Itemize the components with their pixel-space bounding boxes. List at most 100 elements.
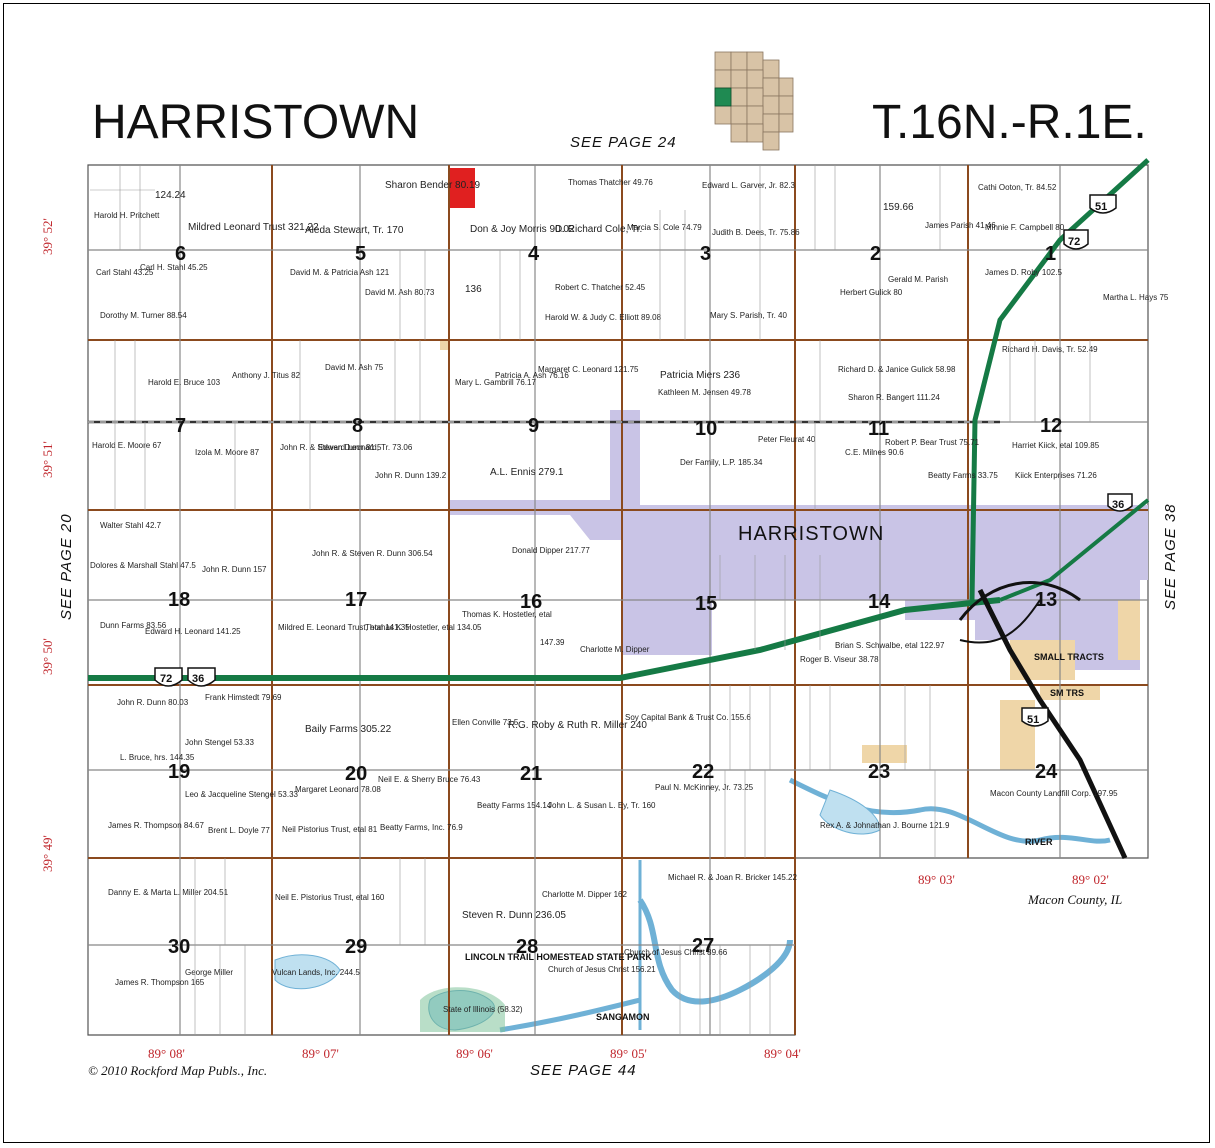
svg-text:7: 7 xyxy=(175,415,186,437)
highway-shield-72-north[interactable]: 72 xyxy=(1063,229,1089,250)
svg-text:17: 17 xyxy=(345,589,367,611)
svg-text:51: 51 xyxy=(1027,714,1039,726)
svg-text:John R. Dunn 139.2: John R. Dunn 139.2 xyxy=(375,471,447,480)
town-label: HARRISTOWN xyxy=(738,523,884,545)
svg-text:Marcia S. Cole 74.79: Marcia S. Cole 74.79 xyxy=(627,223,702,232)
svg-text:21: 21 xyxy=(520,763,542,785)
svg-text:Peter Fleurat 40: Peter Fleurat 40 xyxy=(758,435,816,444)
svg-text:John L. & Susan L. Ey, Tr. 160: John L. & Susan L. Ey, Tr. 160 xyxy=(548,801,656,810)
township-range: T.16N.-R.1E. xyxy=(872,96,1147,149)
svg-text:Harold E. Moore 67: Harold E. Moore 67 xyxy=(92,441,162,450)
svg-text:Baily Farms 305.22: Baily Farms 305.22 xyxy=(305,724,392,735)
svg-text:8: 8 xyxy=(352,415,363,437)
svg-text:James R. Thompson 165: James R. Thompson 165 xyxy=(115,978,205,987)
svg-text:Mildred E. Leonard Trust, etal: Mildred E. Leonard Trust, etal 141.35 xyxy=(278,623,410,632)
locator-map xyxy=(714,51,794,151)
svg-text:Charlotte M. Dipper 162: Charlotte M. Dipper 162 xyxy=(542,890,627,899)
highway-shield-72-west[interactable]: 72 xyxy=(154,667,183,687)
svg-text:Danny E. & Marta L. Miller 204: Danny E. & Marta L. Miller 204.51 xyxy=(108,888,229,897)
svg-text:Vulcan Lands, Inc. 244.5: Vulcan Lands, Inc. 244.5 xyxy=(272,968,360,977)
highway-shield-51-north[interactable]: 51 xyxy=(1089,194,1117,214)
svg-text:Beatty Farms, Inc. 76.9: Beatty Farms, Inc. 76.9 xyxy=(380,823,463,832)
svg-text:Harold H. Pritchett: Harold H. Pritchett xyxy=(94,211,160,220)
svg-text:John Stengel 53.33: John Stengel 53.33 xyxy=(185,738,254,747)
svg-text:5: 5 xyxy=(355,243,366,265)
svg-text:Frank Himstedt 79.69: Frank Himstedt 79.69 xyxy=(205,693,282,702)
svg-text:SANGAMON: SANGAMON xyxy=(596,1012,650,1022)
svg-text:Church of Jesus Christ 156.21: Church of Jesus Christ 156.21 xyxy=(548,965,656,974)
svg-text:Steven R. Dunn 236.05: Steven R. Dunn 236.05 xyxy=(462,910,566,921)
svg-text:4: 4 xyxy=(528,243,540,265)
highway-shield-51-south[interactable]: 51 xyxy=(1021,707,1049,727)
svg-text:John R. & Steven Dunn 81.5: John R. & Steven Dunn 81.5 xyxy=(280,443,382,452)
state-park-area xyxy=(420,987,505,1032)
svg-text:John R. Dunn 157: John R. Dunn 157 xyxy=(202,565,267,574)
svg-text:Soy Capital Bank & Trust Co. 1: Soy Capital Bank & Trust Co. 155.6 xyxy=(625,713,751,722)
county-label: Macon County, IL xyxy=(1028,892,1123,907)
svg-text:30: 30 xyxy=(168,936,190,958)
lon-label-08: 89° 08' xyxy=(148,1046,185,1061)
svg-text:72: 72 xyxy=(160,673,172,685)
highway-shield-36-west[interactable]: 36 xyxy=(187,667,216,687)
svg-text:State of Illinois (58.32): State of Illinois (58.32) xyxy=(443,1005,523,1014)
svg-text:David M. & Patricia Ash 121: David M. & Patricia Ash 121 xyxy=(290,268,390,277)
svg-text:14: 14 xyxy=(868,591,891,613)
svg-text:SM TRS: SM TRS xyxy=(1050,688,1084,698)
svg-text:A.L. Ennis 279.1: A.L. Ennis 279.1 xyxy=(490,467,564,478)
svg-text:15: 15 xyxy=(695,593,717,615)
svg-text:Richard D. & Janice Gulick 58.: Richard D. & Janice Gulick 58.98 xyxy=(838,365,956,374)
svg-text:Ellen Conville 73.5: Ellen Conville 73.5 xyxy=(452,718,519,727)
svg-text:Roger B. Viseur 38.78: Roger B. Viseur 38.78 xyxy=(800,655,879,664)
svg-text:136: 136 xyxy=(465,284,482,295)
svg-text:12: 12 xyxy=(1040,415,1062,437)
highway-shield-36-east[interactable]: 36 xyxy=(1107,493,1133,512)
svg-text:Beatty Farms 154.14: Beatty Farms 154.14 xyxy=(477,801,552,810)
lon-label-07: 89° 07' xyxy=(302,1046,339,1061)
svg-text:19: 19 xyxy=(168,761,190,783)
parcel-labels: 124.24 Harold H. Pritchett Mildred Leona… xyxy=(90,178,1169,1022)
svg-text:Beatty Farms 33.75: Beatty Farms 33.75 xyxy=(928,471,998,480)
svg-text:6: 6 xyxy=(175,243,186,265)
svg-text:Harold E. Bruce 103: Harold E. Bruce 103 xyxy=(148,378,221,387)
svg-text:22: 22 xyxy=(692,761,714,783)
svg-text:Mary L. Gambrill 76.17: Mary L. Gambrill 76.17 xyxy=(455,378,536,387)
see-page-bottom[interactable]: SEE PAGE 44 xyxy=(530,1062,637,1079)
lon-label-04: 89° 04' xyxy=(764,1046,801,1061)
lon-label-03: 89° 03' xyxy=(918,872,955,887)
svg-text:John R. & Steven R. Dunn 306.5: John R. & Steven R. Dunn 306.54 xyxy=(312,549,433,558)
svg-text:Harriet Kiick, etal 109.85: Harriet Kiick, etal 109.85 xyxy=(1012,441,1100,450)
svg-text:Michael R. & Joan R. Bricker 1: Michael R. & Joan R. Bricker 145.22 xyxy=(668,873,797,882)
lon-label-06: 89° 06' xyxy=(456,1046,493,1061)
svg-text:Kiick Enterprises 71.26: Kiick Enterprises 71.26 xyxy=(1015,471,1097,480)
locator-highlight xyxy=(714,87,732,107)
svg-text:Neil E. & Sherry Bruce 76.43: Neil E. & Sherry Bruce 76.43 xyxy=(378,775,481,784)
svg-text:Der Family, L.P. 185.34: Der Family, L.P. 185.34 xyxy=(680,458,763,467)
svg-text:Brent L. Doyle 77: Brent L. Doyle 77 xyxy=(208,826,270,835)
highway-51 xyxy=(977,588,1128,860)
svg-text:Margaret C. Leonard 121.75: Margaret C. Leonard 121.75 xyxy=(538,365,639,374)
svg-text:Edward Leonard, Tr. 73.06: Edward Leonard, Tr. 73.06 xyxy=(318,443,413,452)
svg-text:Harold W. & Judy C. Elliott 89: Harold W. & Judy C. Elliott 89.08 xyxy=(545,313,662,322)
svg-text:Neil Pistorius Trust, etal 81: Neil Pistorius Trust, etal 81 xyxy=(282,825,378,834)
svg-text:Mildred Leonard Trust 321.22: Mildred Leonard Trust 321.22 xyxy=(188,222,319,233)
svg-text:RIVER: RIVER xyxy=(1025,837,1053,847)
svg-text:James R. Thompson 84.67: James R. Thompson 84.67 xyxy=(108,821,204,830)
svg-text:George Miller: George Miller xyxy=(185,968,233,977)
svg-text:Sharon Bender 80.19: Sharon Bender 80.19 xyxy=(385,180,481,191)
section-numbers: 6 5 4 3 2 1 7 8 9 10 11 12 18 17 16 15 1… xyxy=(168,243,1062,958)
svg-text:Don & Joy Morris 90.02: Don & Joy Morris 90.02 xyxy=(470,224,575,235)
highlight-parcel xyxy=(450,168,475,208)
svg-text:LINCOLN TRAIL HOMESTEAD STATE: LINCOLN TRAIL HOMESTEAD STATE PARK xyxy=(465,952,652,962)
svg-text:Anthony J. Titus 82: Anthony J. Titus 82 xyxy=(232,371,301,380)
copyright-notice: © 2010 Rockford Map Publs., Inc. xyxy=(88,1063,268,1078)
svg-text:David M. Ash 75: David M. Ash 75 xyxy=(325,363,384,372)
svg-text:Carl H. Stahl 45.25: Carl H. Stahl 45.25 xyxy=(140,263,208,272)
svg-text:24: 24 xyxy=(1035,761,1058,783)
svg-text:147.39: 147.39 xyxy=(540,638,565,647)
highway-72-north xyxy=(969,158,1150,601)
svg-text:L. Bruce, hrs. 144.35: L. Bruce, hrs. 144.35 xyxy=(120,753,195,762)
see-page-top[interactable]: SEE PAGE 24 xyxy=(570,134,677,151)
svg-text:Robert C. Thatcher 52.45: Robert C. Thatcher 52.45 xyxy=(555,283,646,292)
svg-text:2: 2 xyxy=(870,243,881,265)
